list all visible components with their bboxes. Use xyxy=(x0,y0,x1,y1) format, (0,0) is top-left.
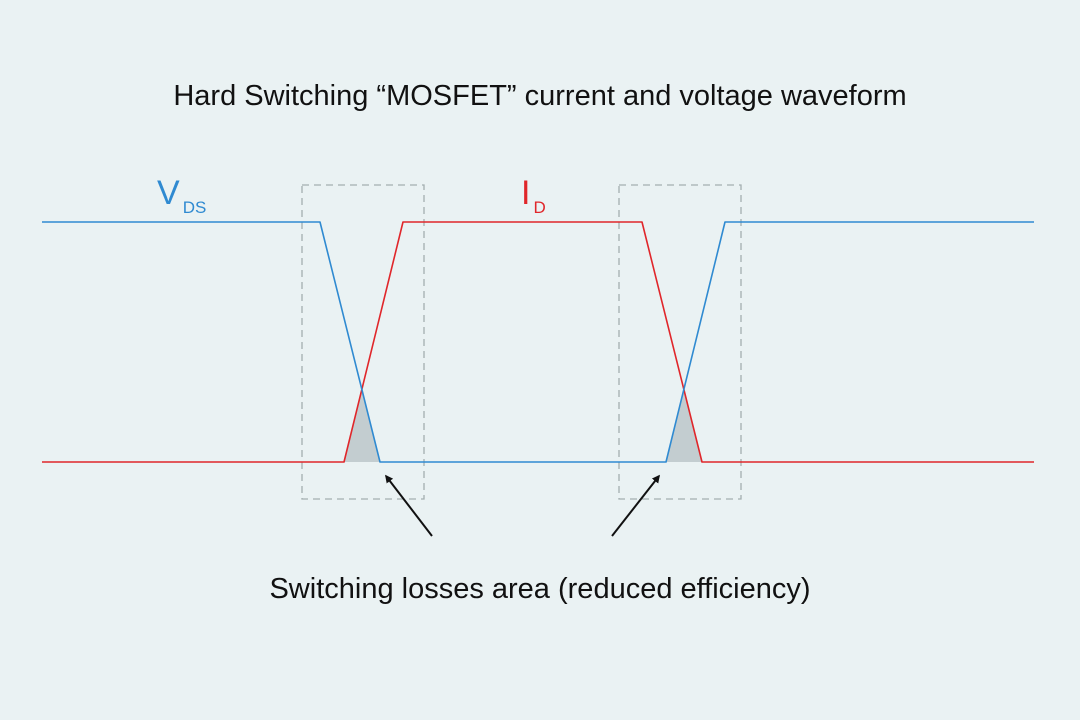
loss-caption: Switching losses area (reduced efficienc… xyxy=(269,573,811,605)
vds-label-main: V xyxy=(157,174,180,212)
id-waveform xyxy=(42,221,1034,463)
id-label-sub: D xyxy=(533,198,546,217)
id-label-main: I xyxy=(521,174,531,212)
vds-label-sub: DS xyxy=(182,198,207,217)
turn-on-loss-area xyxy=(344,387,380,462)
turn-off-loss-arrow xyxy=(611,474,660,537)
vds-waveform xyxy=(42,221,1034,463)
diagram-title: Hard Switching “MOSFET” current and volt… xyxy=(173,80,907,112)
turn-on-transition-box xyxy=(301,184,425,500)
turn-off-loss-area xyxy=(666,387,702,462)
turn-on-loss-arrow xyxy=(385,474,433,537)
turn-off-transition-box xyxy=(618,184,742,500)
